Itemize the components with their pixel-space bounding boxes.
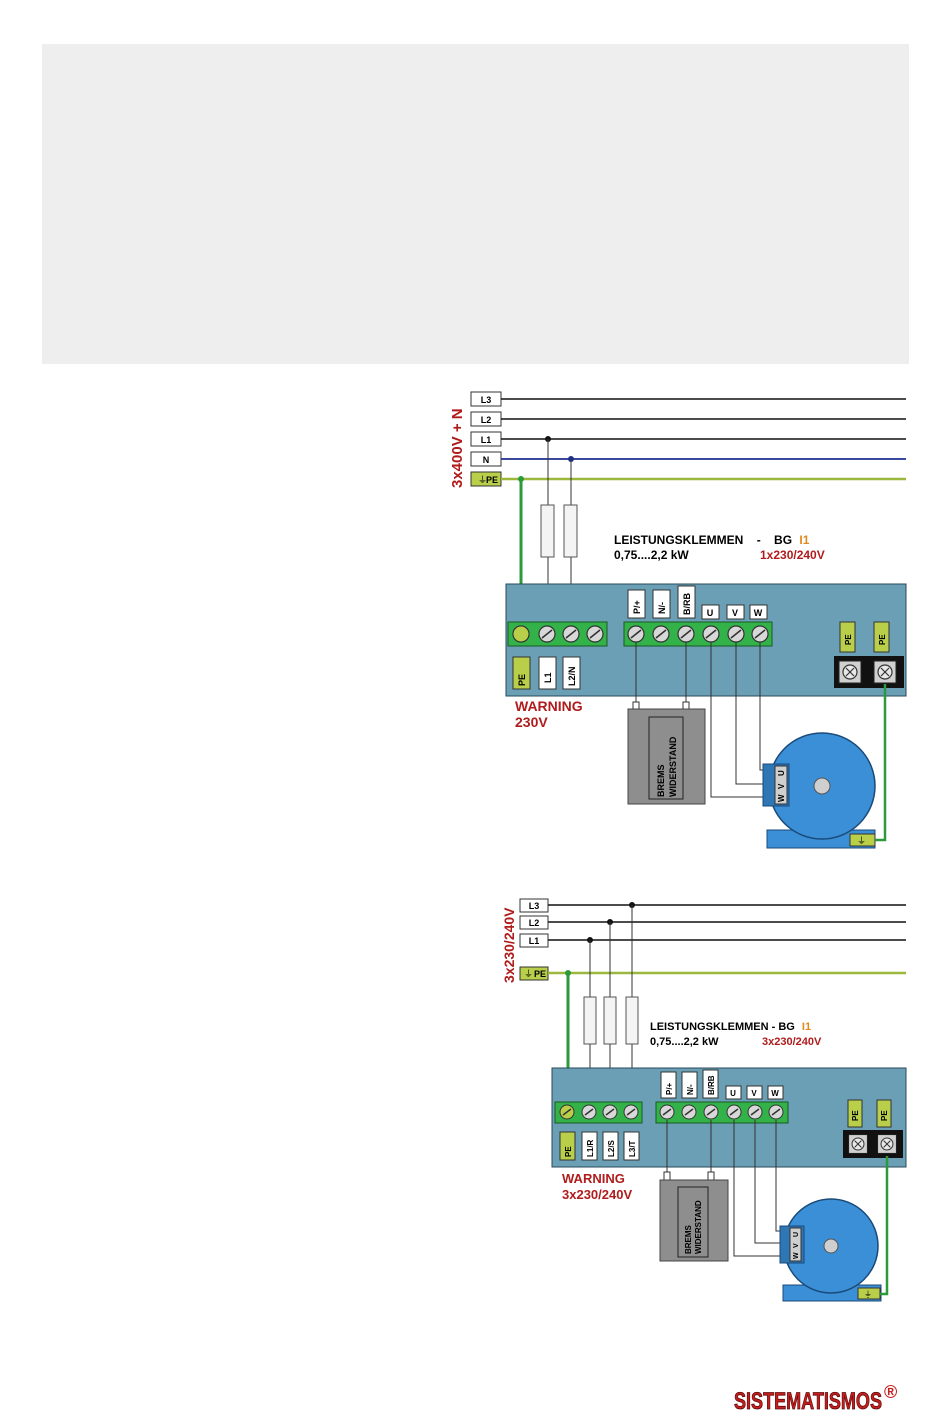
d1-label-pe-input: PE: [517, 674, 527, 686]
d1-motor: U V W ⏚: [762, 732, 876, 849]
d2-label-n-minus: N/-: [686, 1084, 695, 1095]
d2-warning-line1: WARNING: [562, 1171, 625, 1186]
d2-fuse-1: [583, 996, 597, 1045]
d2-label-pe: PE: [534, 969, 546, 979]
d1-label-l3: L3: [481, 395, 492, 405]
d1-motor-ground-wire: [875, 684, 887, 842]
d2-power: 0,75....2,2 kW: [650, 1036, 719, 1048]
d2-fuse-3: [625, 996, 639, 1045]
d2-label-pe-input: PE: [564, 1146, 573, 1157]
d2-fuse-2: [603, 996, 617, 1045]
d1-label-l2: L2: [481, 415, 492, 425]
brand-registered-mark: ®: [884, 1382, 897, 1402]
diagram-1: 3x400V + N L3 L2 L1 N ⏚ PE: [449, 391, 907, 849]
d2-label-l1r: L1/R: [586, 1139, 595, 1157]
d2-label-pe-right-2: PE: [880, 1110, 889, 1121]
d1-label-pe-right-1: PE: [844, 634, 853, 645]
d1-motor-u: U: [777, 770, 786, 776]
d1-fuse-1: [540, 504, 555, 558]
d2-label-l2s: L2/S: [607, 1139, 616, 1157]
d2-output-terminal-strip: [655, 1101, 789, 1124]
d2-label-w: W: [771, 1089, 779, 1098]
d1-power: 0,75....2,2 kW: [614, 548, 689, 562]
d2-label-v: V: [751, 1089, 757, 1098]
d1-output-terminal-strip: [623, 621, 773, 647]
d2-motor-v: V: [793, 1243, 800, 1248]
diagram-2: 3x230/240V L3 L2 L1 ⏚ PE: [501, 898, 907, 1302]
d1-label-brb: B/RB: [682, 593, 692, 615]
d2-warning-line2: 3x230/240V: [562, 1187, 632, 1202]
d2-supply-label: 3x230/240V: [501, 907, 517, 983]
brand-name: SISTEMATISMOS: [734, 1388, 882, 1415]
d1-warning-line2: 230V: [515, 714, 548, 730]
d1-label-l1-input: L1: [543, 672, 553, 683]
d1-label-l1: L1: [481, 435, 492, 445]
d1-motor-ground-icon: ⏚: [857, 836, 866, 846]
d1-motor-w: W: [777, 794, 786, 802]
d1-warning-line1: WARNING: [515, 698, 583, 714]
d1-label-v: V: [732, 608, 738, 618]
d2-label-l1: L1: [529, 936, 540, 946]
d1-label-l2n-input: L2/N: [567, 666, 577, 686]
d1-line-labels: L3 L2 L1 N ⏚ PE: [470, 391, 502, 487]
d2-label-u: U: [730, 1089, 736, 1098]
d2-label-p: P/+: [665, 1082, 674, 1095]
d1-label-p: P/+: [632, 600, 642, 614]
d1-label-pe: PE: [486, 475, 498, 485]
d2-brake-resistor: [659, 1179, 729, 1262]
d2-label-l2: L2: [529, 918, 540, 928]
d2-voltage: 3x230/240V: [762, 1036, 822, 1048]
d1-label-u: U: [707, 608, 714, 618]
blank-gray-panel: [42, 44, 909, 364]
d2-motor-u: U: [793, 1232, 800, 1237]
d1-ground-icon: ⏚: [478, 475, 487, 485]
d2-line-labels: L3 L2 L1 ⏚ PE: [519, 898, 549, 981]
d1-label-n: N: [483, 455, 490, 465]
d1-motor-v: V: [777, 783, 786, 789]
d1-label-w: W: [754, 608, 763, 618]
d1-resistor-line1: BREMS: [656, 764, 666, 797]
d2-label-l3t: L3/T: [628, 1140, 637, 1157]
d1-resistor-line2: WIDERSTAND: [668, 736, 678, 797]
d2-motor: U V W ⏚: [779, 1198, 882, 1302]
d2-ground-icon: ⏚: [524, 969, 533, 979]
d2-label-brb: B/RB: [707, 1075, 716, 1095]
d2-label-pe-right-1: PE: [851, 1110, 860, 1121]
d1-supply-label: 3x400V + N: [449, 408, 466, 488]
d1-title: LEISTUNGSKLEMMEN - BG I1: [614, 533, 810, 547]
d1-label-pe-right-2: PE: [878, 634, 887, 645]
brand-logo: SISTEMATISMOS ®: [734, 1382, 898, 1415]
d1-fuse-2: [563, 504, 578, 558]
d2-label-l3: L3: [529, 901, 540, 911]
d2-resistor-line2: WIDERSTAND: [694, 1200, 703, 1254]
d2-input-terminal-strip: [554, 1101, 643, 1124]
d2-motor-w: W: [793, 1252, 800, 1259]
d2-motor-ground-wire: [880, 1156, 889, 1296]
d2-resistor-line1: BREMS: [684, 1224, 693, 1254]
d2-motor-ground-icon: ⏚: [864, 1290, 872, 1299]
d2-title: LEISTUNGSKLEMMEN - BG I1: [650, 1021, 811, 1033]
d1-label-n-minus: N/-: [657, 602, 667, 614]
d1-brake-resistor: [627, 708, 706, 805]
d1-voltage: 1x230/240V: [760, 548, 825, 562]
